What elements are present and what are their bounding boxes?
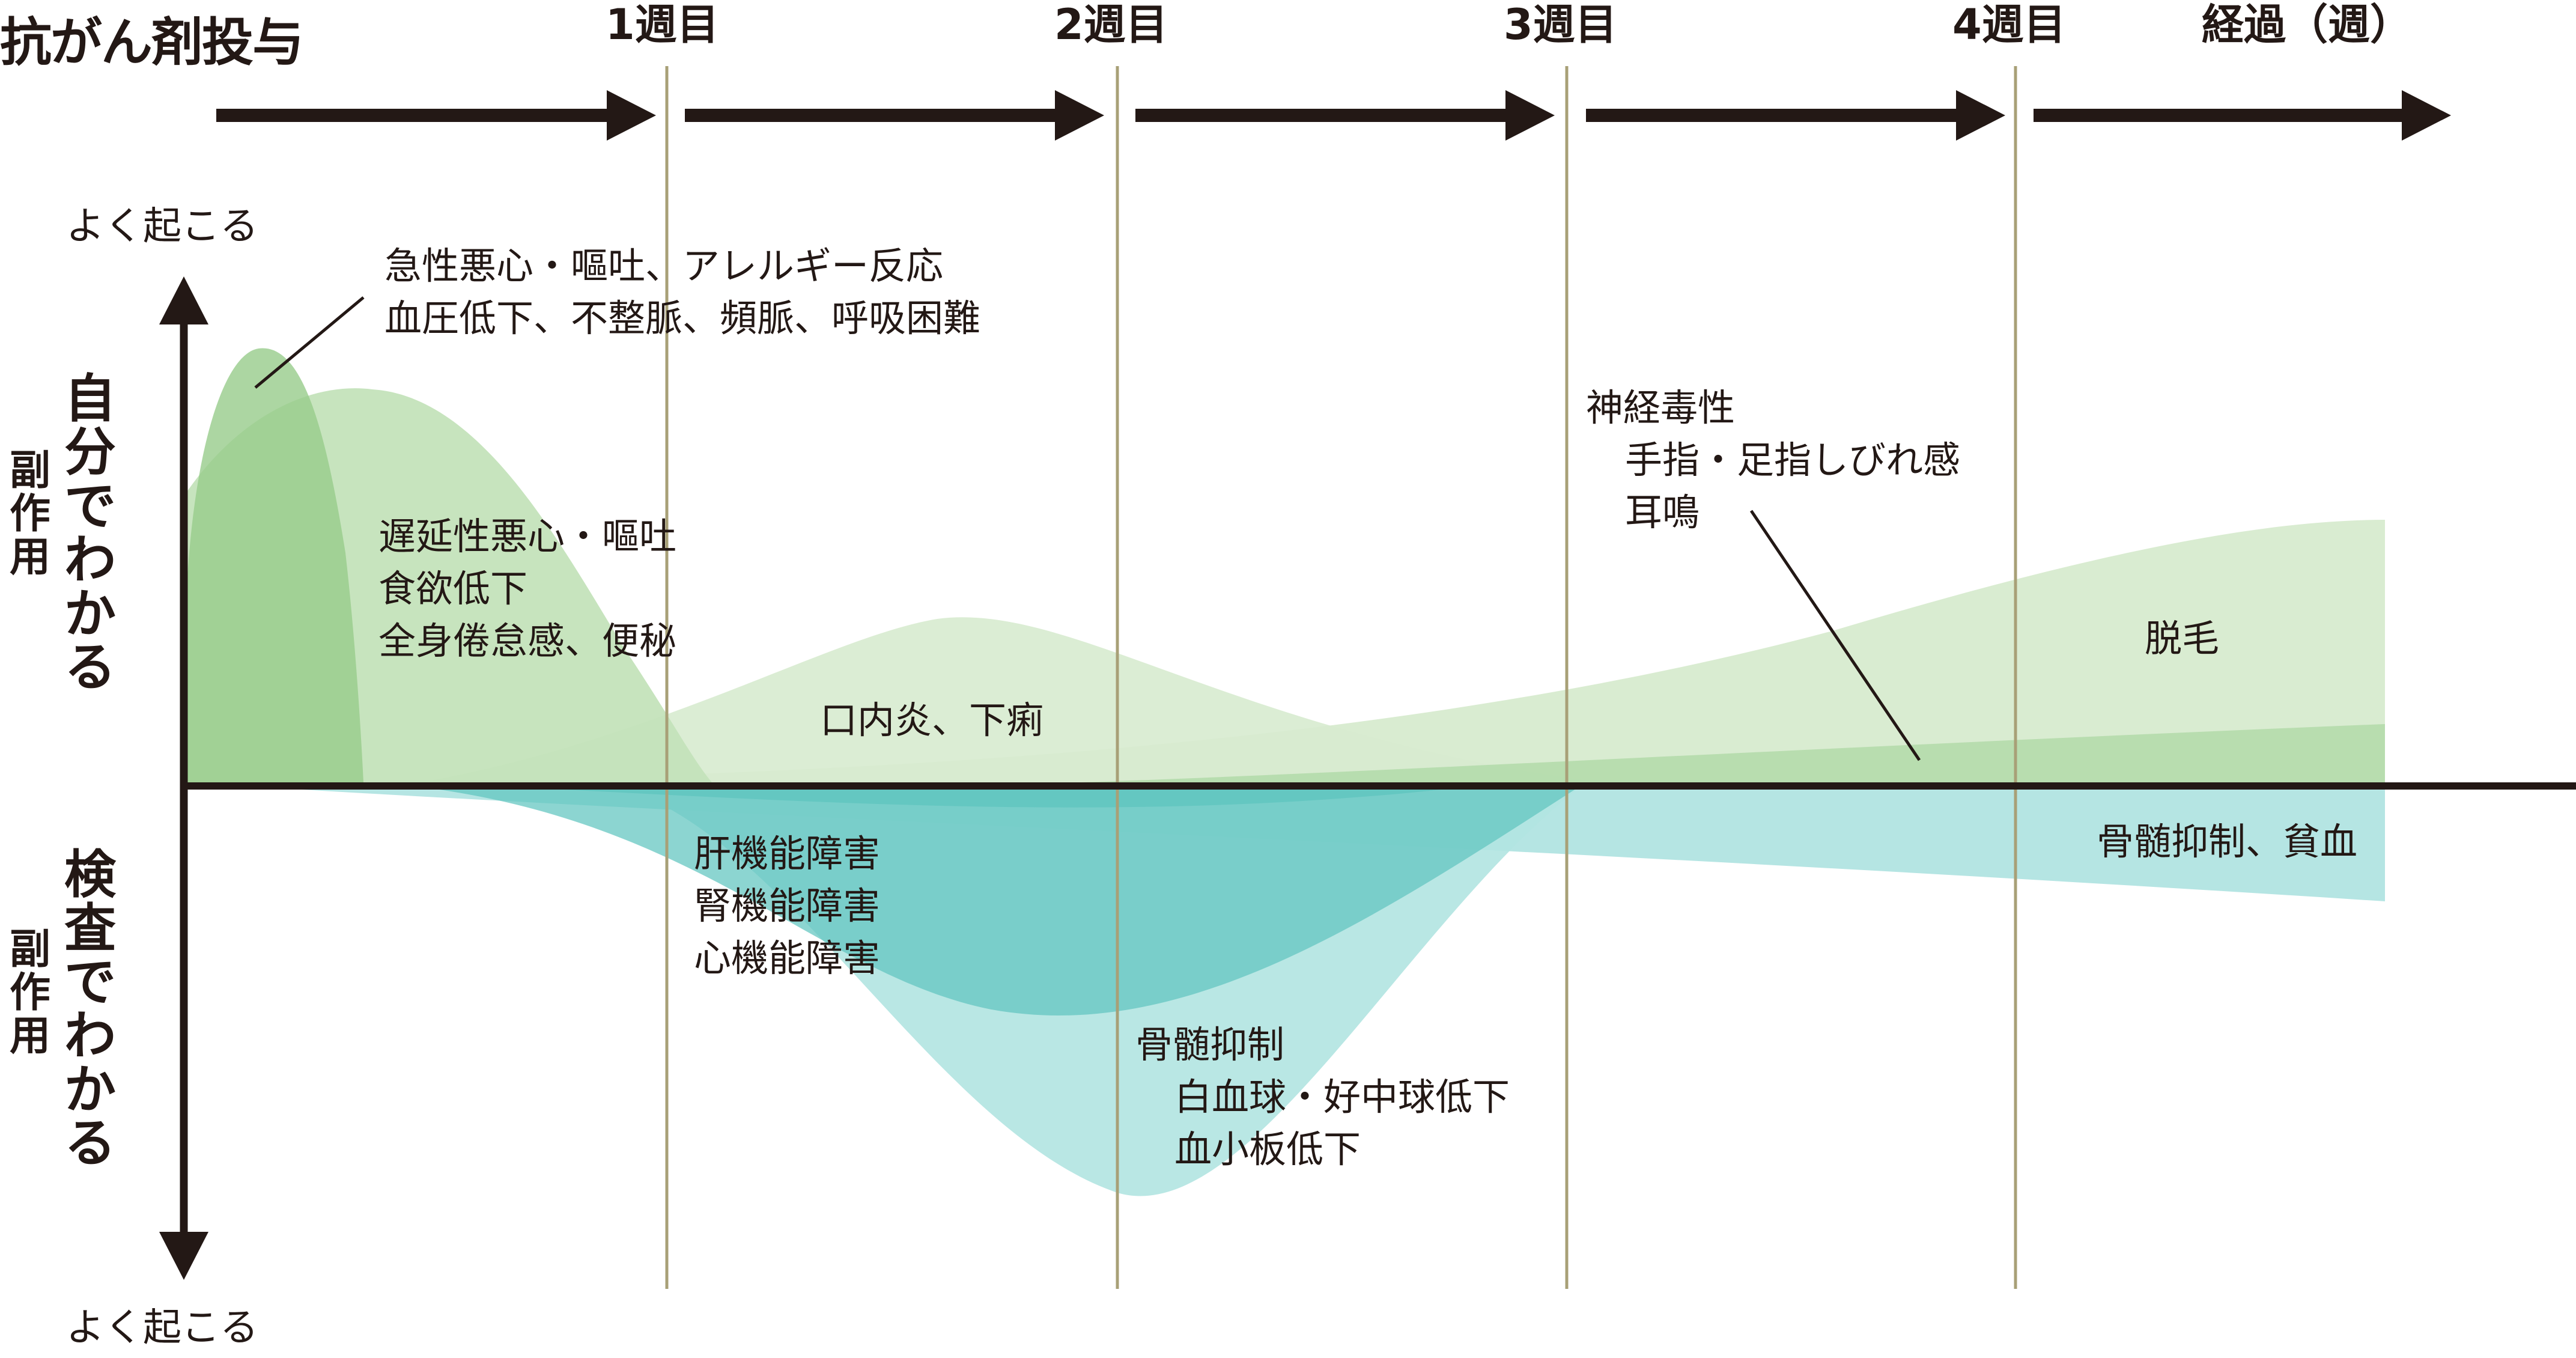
note-line: 遅延性悪心・嘔吐 bbox=[378, 514, 677, 558]
curve-neurotoxicity bbox=[1081, 724, 2385, 782]
stomatitis-diarrhea-note: 口内炎、下痢 bbox=[820, 698, 1044, 742]
arrow-up-icon bbox=[159, 276, 208, 324]
note-line: 心機能障害 bbox=[694, 936, 881, 980]
curve-acute-nausea bbox=[186, 348, 363, 782]
organ-dysfunction-note: 肝機能障害 腎機能障害 心機能障害 bbox=[694, 835, 880, 992]
note-line: 神経毒性 bbox=[1586, 386, 1736, 430]
week-1-label: 1週目 bbox=[606, 0, 719, 49]
curve-hair-loss bbox=[360, 520, 2385, 782]
note-line: 肝機能障害 bbox=[694, 832, 881, 875]
week-3-label: 3週目 bbox=[1504, 0, 1617, 49]
axis-top-label: よく起こる bbox=[66, 204, 258, 249]
curve-organ-dysfunction bbox=[372, 782, 1586, 1016]
arrow-right-icon bbox=[1505, 90, 1555, 141]
week-lines bbox=[665, 66, 2017, 1289]
note-line: 血小板低下 bbox=[1174, 1127, 1361, 1171]
acute-leader-line bbox=[254, 296, 365, 389]
upper-curves bbox=[186, 348, 2385, 782]
lower-curves bbox=[186, 782, 2385, 1196]
lower-category-sublabel: 副作用 bbox=[9, 926, 50, 1061]
note-line: 耳鳴 bbox=[1625, 490, 1700, 534]
neuro-leader-line bbox=[1749, 510, 1921, 761]
neurotoxicity-note: 神経毒性 手指・足指しびれ感 耳鳴 bbox=[1586, 389, 1960, 546]
elapsed-weeks-label: 経過（週） bbox=[2202, 0, 2412, 49]
note-line: 急性悪心・嘔吐、アレルギー反応 bbox=[384, 244, 944, 288]
note-line: 腎機能障害 bbox=[694, 884, 881, 928]
acute-side-effects-note: 急性悪心・嘔吐、アレルギー反応 血圧低下、不整脈、頻脈、呼吸困難 bbox=[384, 248, 980, 352]
chemotherapy-title: 抗がん剤投与 bbox=[0, 13, 304, 73]
axis-bottom-label: よく起こる bbox=[66, 1306, 258, 1350]
note-line: 全身倦怠感、便秘 bbox=[378, 619, 677, 663]
upper-category-sublabel: 副作用 bbox=[9, 447, 50, 582]
lower-category-label: 検査でわかる bbox=[64, 845, 116, 1174]
note-line: 食欲低下 bbox=[378, 567, 528, 610]
upper-category-label: 自分でわかる bbox=[64, 369, 116, 698]
note-line: 手指・足指しびれ感 bbox=[1625, 438, 1961, 482]
hair-loss-note: 脱毛 bbox=[2145, 617, 2220, 660]
arrow-right-icon bbox=[607, 90, 656, 141]
frequency-axis-arrow bbox=[159, 276, 208, 1280]
bone-marrow-suppression-note: 骨髄抑制 白血球・好中球低下 血小板低下 bbox=[1135, 1026, 1510, 1183]
arrow-down-icon bbox=[159, 1232, 208, 1280]
late-bone-marrow-anemia-note: 骨髄抑制、貧血 bbox=[2097, 820, 2358, 863]
curve-stomatitis-diarrhea bbox=[421, 617, 1592, 782]
week-2-label: 2週目 bbox=[1054, 0, 1168, 49]
arrow-right-icon bbox=[1956, 90, 2005, 141]
timeline-arrows bbox=[216, 90, 2451, 141]
week-4-label: 4週目 bbox=[1952, 0, 2066, 49]
note-line: 骨髄抑制 bbox=[1135, 1023, 1285, 1067]
arrow-right-icon bbox=[1055, 90, 1104, 141]
note-line: 血圧低下、不整脈、頻脈、呼吸困難 bbox=[384, 296, 981, 340]
delayed-side-effects-note: 遅延性悪心・嘔吐 食欲低下 全身倦怠感、便秘 bbox=[378, 518, 676, 675]
note-line: 白血球・好中球低下 bbox=[1174, 1075, 1510, 1119]
arrow-right-icon bbox=[2402, 90, 2451, 141]
